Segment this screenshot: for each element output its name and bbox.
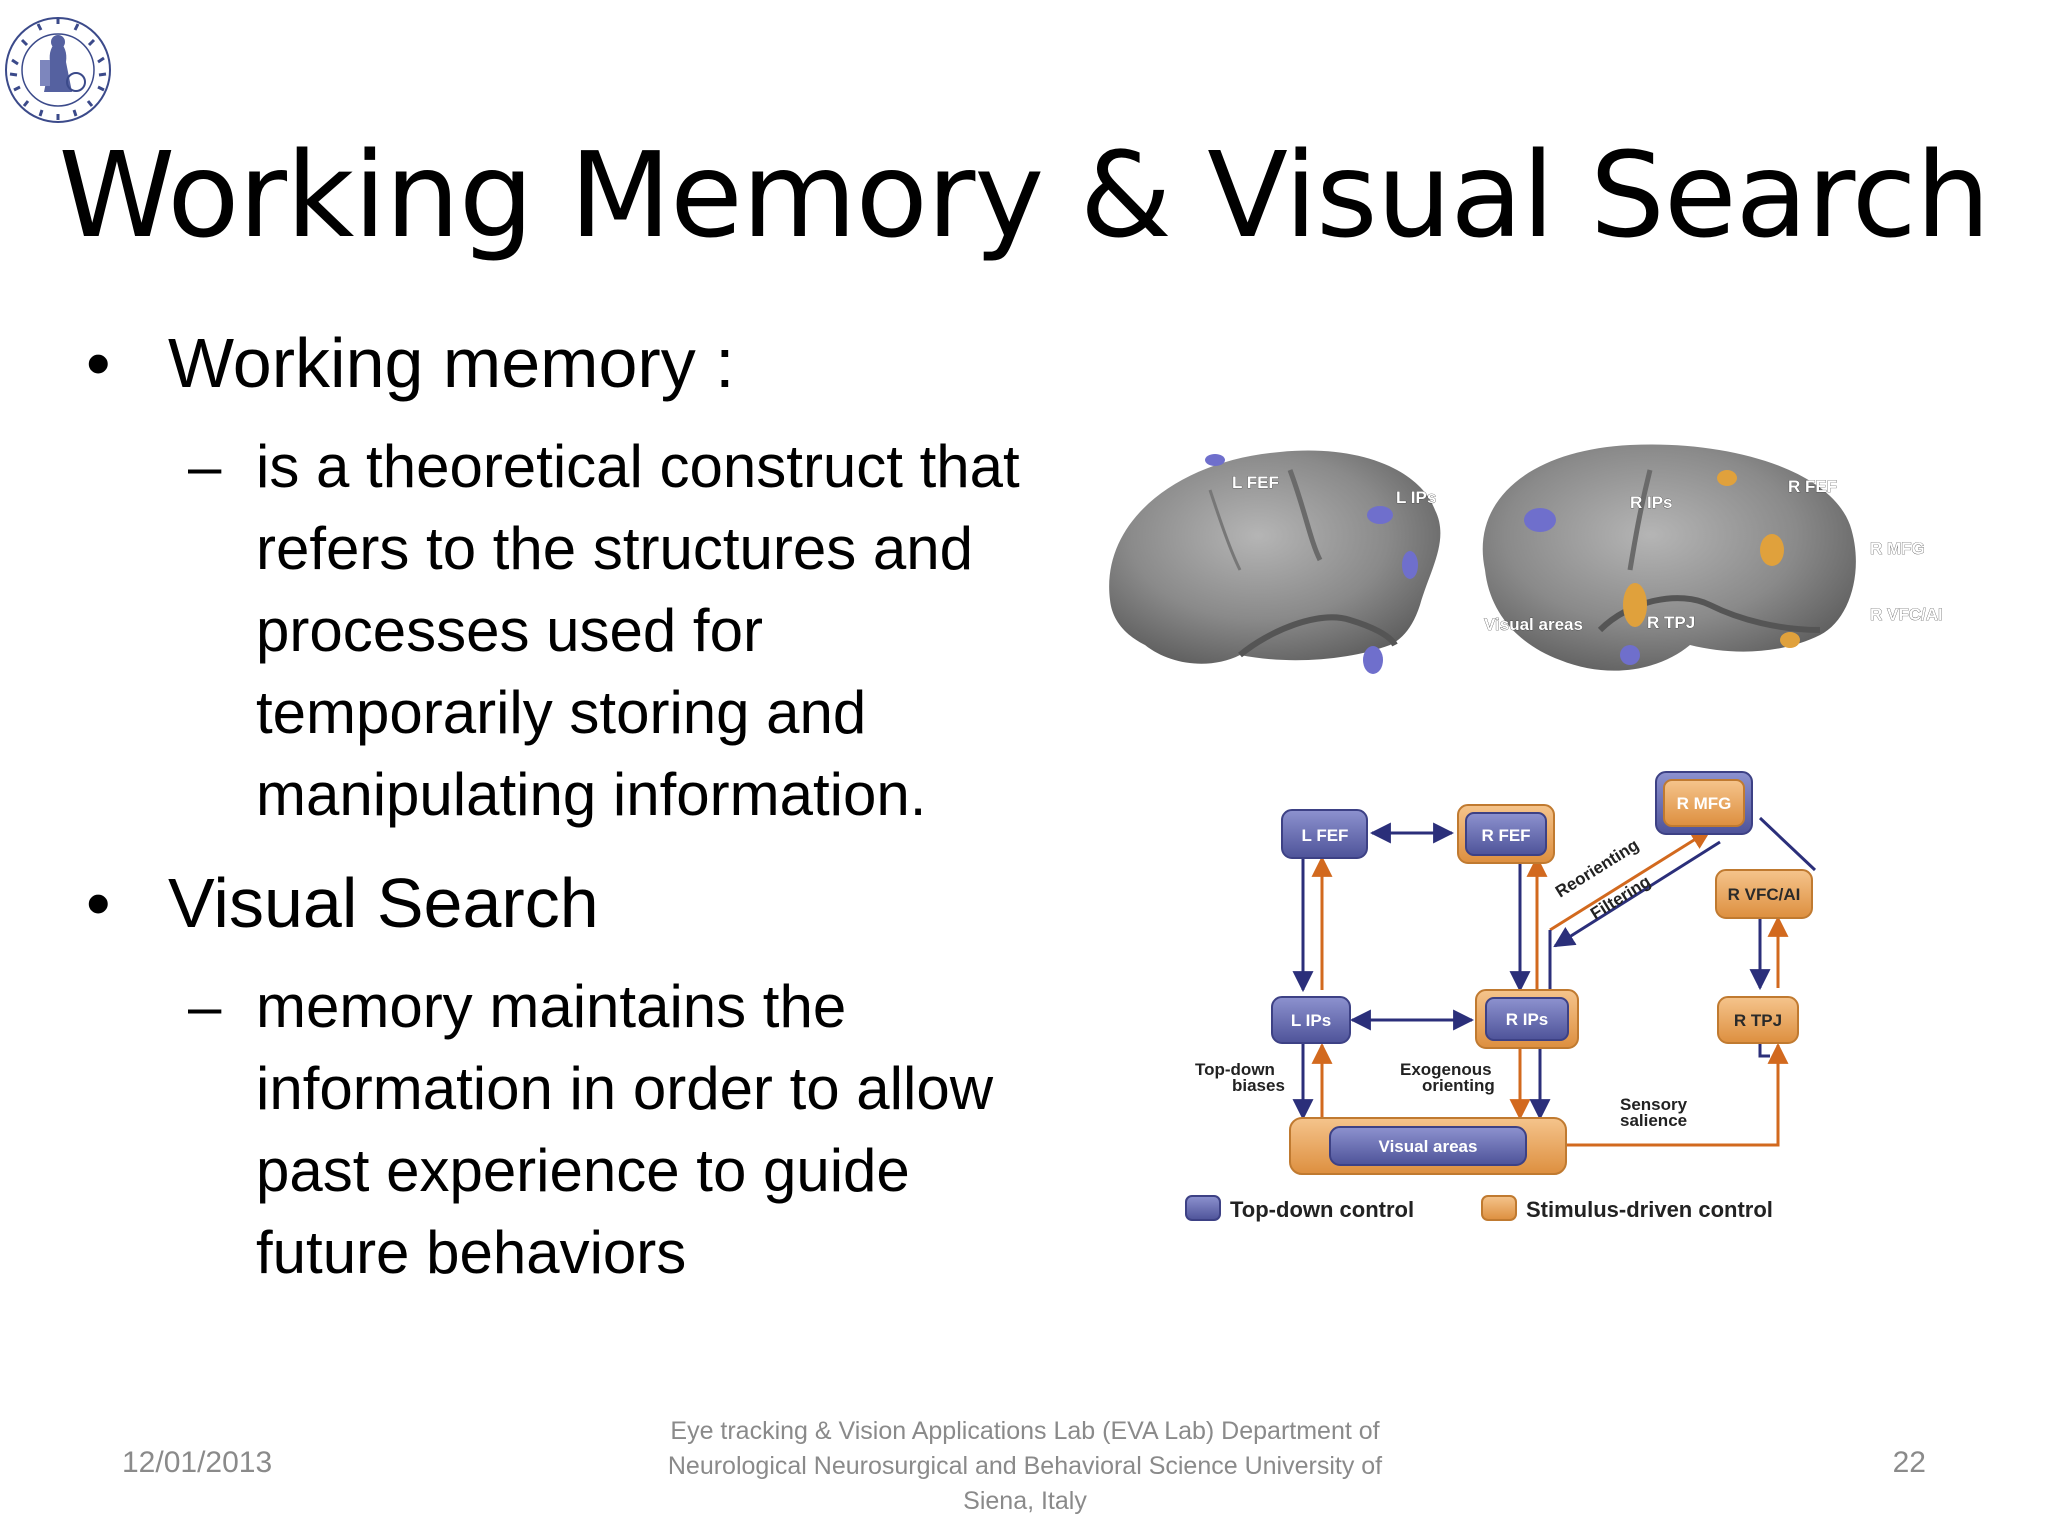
brain-label-r-mfg: R MFG (1870, 539, 1925, 558)
edge-label-orienting: orienting (1422, 1076, 1495, 1095)
brain-label-r-vfc: R VFC/AI (1870, 605, 1943, 624)
node-r-vfc-ai (1715, 869, 1813, 919)
edge-label-sensory: Sensory (1620, 1095, 1688, 1114)
node-label-r-mfg: R MFG (1677, 794, 1732, 813)
node-label-r-tpj: R TPJ (1734, 1011, 1782, 1030)
node-r-fef (1465, 812, 1547, 856)
bullet-list: • Working memory : – is a theoretical co… (86, 318, 1020, 1316)
brain-label-l-ips: L IPs (1396, 488, 1436, 507)
legend-swatch-stimulus (1481, 1195, 1517, 1221)
legend-label-stimulus: Stimulus-driven control (1526, 1197, 1773, 1222)
l-fef-region (1205, 454, 1225, 466)
node-l-ips (1271, 996, 1351, 1044)
sub-bullet-item: – memory maintains the information in or… (86, 966, 1076, 1294)
slide-title: Working Memory & Visual Search (58, 126, 1991, 264)
visual-area-region (1402, 551, 1418, 579)
brain-label-r-fef: R FEF (1788, 477, 1837, 496)
network-nodes (1271, 771, 1813, 1175)
node-label-visual-areas: Visual areas (1379, 1137, 1478, 1156)
l-ips-region (1367, 506, 1393, 524)
visual-area-region (1620, 645, 1640, 665)
sub-bullet-dash: – (188, 433, 222, 500)
node-r-mfg (1663, 779, 1745, 827)
visual-area-region (1363, 646, 1383, 674)
bullet-dot: • (86, 864, 111, 942)
network-edges (1292, 816, 1817, 1147)
sub-bullet-item: – is a theoretical construct that refers… (86, 426, 1076, 836)
bullet-dot: • (86, 324, 111, 402)
r-vfc-region (1780, 632, 1800, 648)
bullet-text: Working memory : (168, 324, 735, 402)
node-r-ips (1485, 997, 1569, 1041)
attention-network-figure: L FEF L IPs Visual areas R IPs R FEF R M… (1109, 444, 1943, 1222)
bullet-item: • Visual Search (86, 858, 986, 948)
page-number: 22 (1892, 1446, 1926, 1479)
r-ips-region (1524, 508, 1556, 532)
node-label-r-fef: R FEF (1481, 826, 1530, 845)
footer-date: 12/01/2013 (122, 1446, 273, 1479)
university-seal-logo (5, 17, 111, 123)
brain-label-l-fef: L FEF (1232, 473, 1279, 492)
edge-label-salience: salience (1620, 1111, 1687, 1130)
sub-bullet-text: is a theoretical construct that refers t… (256, 433, 1020, 828)
node-visual-areas (1329, 1126, 1527, 1166)
node-label-r-vfc-ai: R VFC/AI (1728, 885, 1801, 904)
brain-label-visual-areas: Visual areas (1484, 615, 1583, 634)
left-hemisphere-image (1109, 450, 1441, 674)
node-l-fef (1281, 809, 1368, 859)
r-tpj-region (1623, 583, 1647, 627)
bullet-item: • Working memory : (86, 318, 986, 408)
bullet-text: Visual Search (168, 864, 599, 942)
right-hemisphere-image (1482, 444, 1856, 671)
sub-bullet-text: memory maintains the information in orde… (256, 973, 994, 1286)
edge-label-biases: biases (1232, 1076, 1285, 1095)
footer-affiliation-line: Neurological Neurosurgical and Behaviora… (667, 1452, 1383, 1480)
edge-label-exogenous: Exogenous (1400, 1060, 1492, 1079)
footer-affiliation-line: Eye tracking & Vision Applications Lab (… (670, 1417, 1380, 1445)
brain-label-r-ips: R IPs (1630, 493, 1673, 512)
node-label-l-fef: L FEF (1302, 826, 1349, 845)
footer-affiliation-line: Siena, Italy (963, 1487, 1087, 1515)
footer-affiliation: Eye tracking & Vision Applications Lab (… (640, 1414, 1410, 1519)
r-mfg-region (1760, 534, 1784, 566)
figure-legend: Top-down control Stimulus-driven control (1185, 1195, 1773, 1222)
edge-label-top-down: Top-down (1195, 1060, 1275, 1079)
node-label-l-ips: L IPs (1291, 1011, 1331, 1030)
sub-bullet-dash: – (188, 973, 222, 1040)
legend-swatch-top-down (1185, 1195, 1221, 1221)
r-fef-region (1717, 470, 1737, 486)
node-r-tpj (1717, 996, 1799, 1044)
node-label-r-ips: R IPs (1506, 1010, 1549, 1029)
legend-label-top-down: Top-down control (1230, 1197, 1414, 1222)
brain-label-r-tpj: R TPJ (1647, 613, 1695, 632)
